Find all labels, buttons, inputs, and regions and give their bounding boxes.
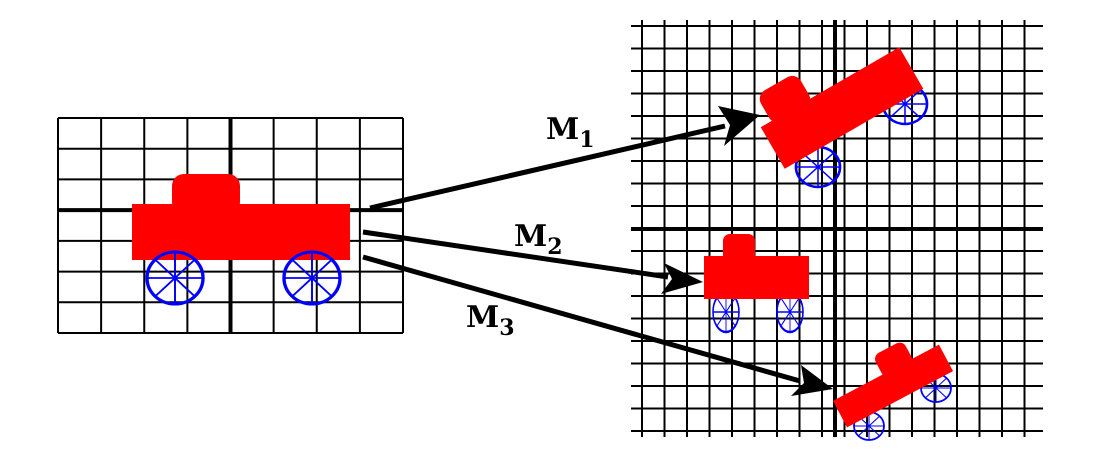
- arrow-m1: [369, 106, 760, 211]
- arrow-m2: [362, 229, 703, 294]
- label-m3: M3: [466, 300, 515, 341]
- truck-icon: [832, 342, 954, 428]
- arrow-m3: [362, 254, 833, 396]
- label-m1: M1: [546, 112, 595, 153]
- arrow-icon: [718, 106, 760, 146]
- target-grid: [631, 20, 1043, 437]
- label-m2: M2: [514, 219, 563, 260]
- arrow-icon: [791, 365, 833, 396]
- m1-result-truck: [759, 47, 929, 189]
- m2-result-truck: [704, 234, 809, 334]
- m3-result-truck: [832, 342, 954, 441]
- truck-icon: [759, 47, 924, 169]
- truck-icon: [704, 234, 809, 299]
- wheel-icon: [145, 250, 205, 306]
- arrow-icon: [661, 263, 703, 294]
- wheel-icon: [282, 250, 342, 306]
- source-truck: [132, 174, 350, 306]
